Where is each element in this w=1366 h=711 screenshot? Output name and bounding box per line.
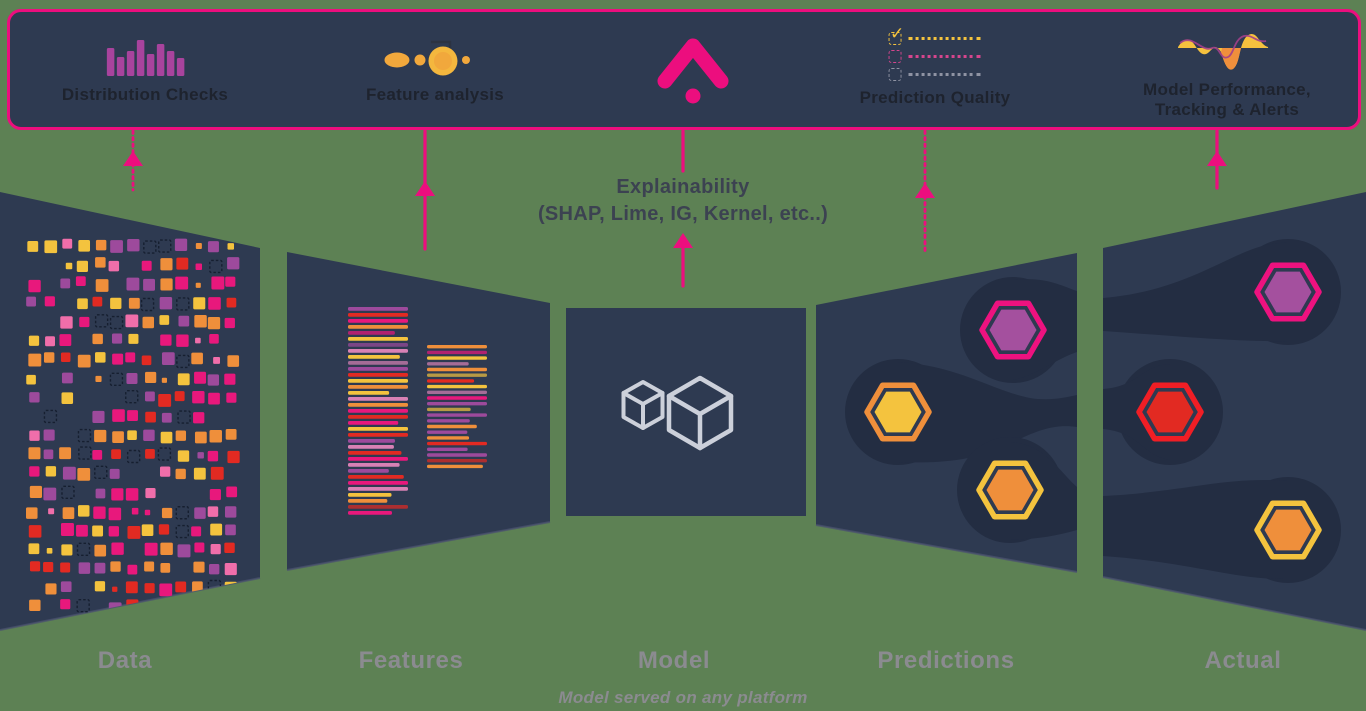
panel-features bbox=[287, 252, 550, 570]
explainability-line2: (SHAP, Lime, IG, Kernel, etc..) bbox=[537, 203, 829, 225]
wave-icon bbox=[1177, 34, 1268, 70]
stage-label-model: Model bbox=[637, 647, 711, 674]
panel-edge bbox=[286, 521, 551, 571]
flow-arrows bbox=[123, 129, 1227, 288]
checkbox-icon bbox=[889, 49, 902, 63]
stage-label-predictions: Predictions bbox=[877, 647, 1015, 674]
bar-item-distribution-checks: Distribution Checks bbox=[62, 12, 228, 127]
explainability-note: Explainability (SHAP, Lime, IG, Kernel, … bbox=[433, 174, 933, 228]
data-squares-grid bbox=[26, 238, 240, 616]
checkbox-icon bbox=[889, 67, 902, 81]
bar-item-label: Feature analysis bbox=[365, 85, 505, 104]
panel-edge bbox=[815, 524, 1078, 573]
bar-item-prediction-quality: ✓ Prediction Quality bbox=[860, 12, 1011, 127]
actual-hexagons bbox=[1103, 239, 1341, 583]
bar-chart-icon bbox=[107, 40, 185, 76]
stage-label-data: Data bbox=[97, 647, 153, 674]
aporia-logo bbox=[657, 38, 729, 103]
feature-dots-icon bbox=[384, 40, 470, 76]
explainability-line1: Explainability bbox=[616, 176, 750, 198]
stage-label-actual: Actual bbox=[1204, 647, 1282, 674]
model-cubes-icon bbox=[621, 375, 734, 451]
footer-caption: Model served on any platform bbox=[558, 688, 808, 707]
panel-edge bbox=[1102, 576, 1366, 631]
bar-item-feature-analysis: Feature analysis bbox=[366, 12, 504, 127]
checklist-icon: ✓ bbox=[889, 24, 981, 81]
predictions-hexagons bbox=[845, 277, 1077, 543]
bar-item-label: Model Performance, Tracking & Alerts bbox=[1143, 80, 1311, 119]
bar-item-label: Prediction Quality bbox=[859, 88, 1011, 107]
checkbox-icon bbox=[889, 31, 902, 45]
bar-item-model-performance: Model Performance, Tracking & Alerts bbox=[1143, 12, 1311, 127]
check-mark-icon: ✓ bbox=[890, 24, 905, 43]
monitoring-capabilities-bar: Distribution Checks Feature analysis ✓ bbox=[7, 9, 1361, 130]
panel-model bbox=[566, 308, 806, 516]
stage-label-features: Features bbox=[358, 647, 464, 674]
bar-item-logo bbox=[648, 12, 738, 127]
bar-item-label: Distribution Checks bbox=[61, 85, 229, 104]
feature-bars bbox=[348, 307, 487, 515]
